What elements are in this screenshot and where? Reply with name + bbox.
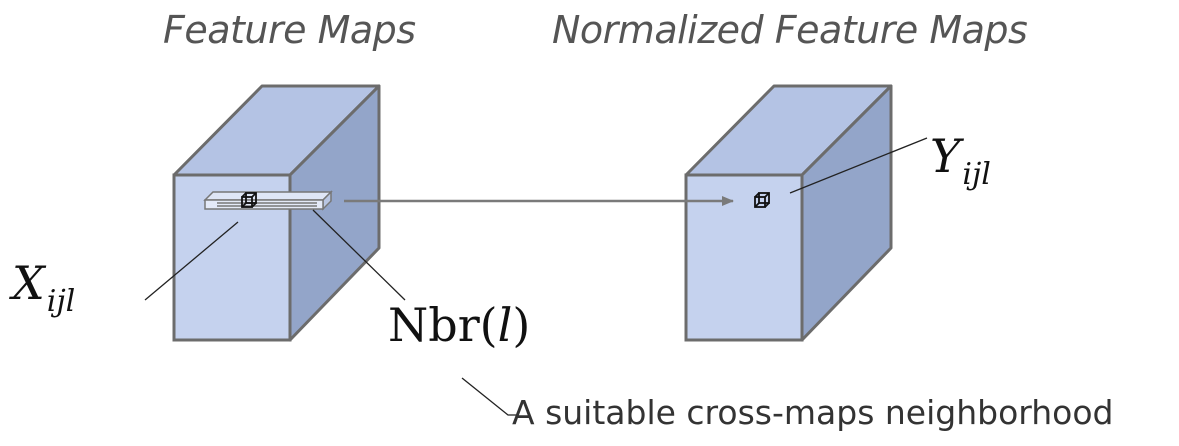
feature-maps-title: Feature Maps: [163, 8, 416, 52]
caption-leader-line: [461, 377, 516, 416]
x-label-main: X: [12, 256, 45, 310]
y-label-subscript: ijl: [962, 157, 991, 192]
y-leader-line: [789, 137, 928, 194]
small-cube-icon: [754, 192, 770, 208]
feature-maps-block: [172, 84, 381, 342]
nbr-l-label: Nbr(l): [388, 302, 530, 348]
x-leader-line: [144, 221, 239, 301]
x-ijl-label: Xijl: [12, 260, 75, 317]
normalized-maps-front-face: [684, 173, 804, 342]
y-ijl-label: Yijl: [930, 133, 991, 190]
nbr-label-variable: l: [497, 298, 513, 352]
y-label-main: Y: [930, 129, 961, 183]
normalized-maps-block: [684, 84, 893, 342]
normalized-feature-maps-title: Normalized Feature Maps: [552, 8, 1028, 52]
neighborhood-slab: [203, 190, 333, 211]
x-label-subscript: ijl: [46, 284, 76, 319]
nbr-label-prefix: Nbr(: [388, 298, 498, 352]
nbr-leader-line: [312, 209, 406, 301]
neighborhood-caption: A suitable cross-maps neighborhood: [512, 393, 1114, 432]
nbr-label-suffix: ): [512, 298, 531, 352]
small-cube-icon: [241, 192, 257, 208]
